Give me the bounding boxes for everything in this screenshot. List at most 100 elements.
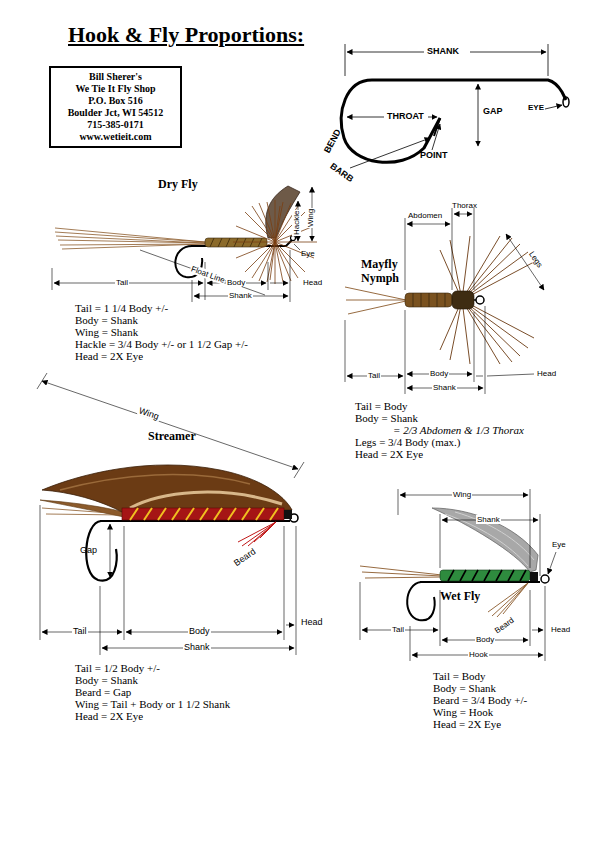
hook-diagram-part [341, 80, 440, 162]
dry-fly-drawing-part [205, 238, 267, 247]
nymph-dimensions-part [407, 224, 450, 225]
nymph-drawing-part [405, 293, 452, 307]
formula-text: Head = 2X Eye [355, 448, 423, 461]
streamer-dimensions [37, 373, 304, 655]
formula-text: Body = Shank [75, 314, 138, 327]
fly-name: Dry Fly [158, 178, 198, 192]
dimension-label: Body [429, 369, 449, 378]
dry-fly-drawing [55, 186, 317, 284]
dimension-label: Tail [367, 371, 381, 380]
formula-text: Body = Shank [433, 682, 496, 695]
formula-text: Wing = Hook [433, 706, 493, 719]
wet-fly-dimensions-part [540, 514, 541, 576]
formula-text: Head = 2X Eye [75, 350, 143, 363]
formula-text: = 2/3 Abdomen & 1/3 Thorax [393, 424, 524, 437]
hook-part-label: POINT [420, 150, 448, 160]
hook-diagram-part [428, 117, 437, 118]
hook-diagram-part [372, 80, 566, 100]
dimension-label: Head [537, 369, 556, 378]
hook-part-label: GAP [483, 106, 503, 116]
wet-fly-dimensions-part [548, 552, 556, 574]
address-line: www.wetieit.com [53, 131, 178, 143]
dimension-label: Tail [72, 626, 88, 636]
streamer-dimensions-part [42, 381, 298, 469]
streamer-drawing-part [238, 522, 276, 546]
wet-fly-dimensions-part [530, 590, 531, 646]
page-title: Hook & Fly Proportions: [68, 22, 304, 48]
nymph-drawing-part [476, 296, 484, 304]
dimension-label: Abdomen [408, 211, 442, 220]
hook-diagram-part [347, 117, 384, 118]
dimension-label: Legs [526, 249, 544, 270]
streamer-drawing-part [60, 475, 250, 490]
wet-fly-dimensions [360, 489, 556, 661]
hook-diagram-part [478, 84, 479, 146]
streamer-drawing [40, 465, 298, 581]
dry-fly-dimensions-part [270, 283, 288, 284]
fly-name: Streamer [148, 430, 196, 444]
dimension-label: Tail [391, 625, 405, 634]
formula-text: Beard = 3/4 Body +/- [433, 694, 527, 707]
formula-text: Tail = Body [433, 670, 486, 683]
hook-part-label: SHANK [427, 46, 459, 56]
hook-diagram [341, 44, 569, 168]
nymph-drawing [345, 236, 534, 364]
wet-fly-drawing-part [530, 572, 538, 581]
formula-text: Wing = Tail + Body or 1 1/2 Shank [75, 698, 230, 711]
address-line: P.O. Box 516 [53, 95, 178, 107]
nymph-dimensions-part [405, 310, 406, 394]
address-box: Bill Sherer'sWe Tie It Fly ShopP.O. Box … [49, 66, 182, 148]
hook-part-label: BEND [322, 127, 343, 154]
nymph-drawing-part [413, 293, 445, 307]
nymph-drawing-part [345, 287, 406, 314]
dimension-label: Wing [452, 490, 472, 499]
streamer-drawing-part [284, 510, 292, 519]
streamer-dimensions-part [100, 586, 101, 655]
nymph-dimensions-part [487, 374, 534, 376]
streamer-dimensions-part [296, 526, 297, 655]
streamer-dimensions-part [294, 462, 304, 478]
wet-fly-dimensions-part [410, 626, 411, 661]
dimension-label: Shank [183, 642, 211, 652]
wet-fly-dimensions-part [440, 514, 441, 568]
formula-text: Beard = Gap [75, 686, 131, 699]
dimension-label: Hackle [292, 210, 301, 236]
nymph-dimensions-part [476, 376, 483, 377]
dimension-label: Wing [137, 405, 162, 422]
hook-diagram-part [548, 44, 549, 76]
hook-diagram-part [347, 52, 424, 53]
streamer-dimensions-part [124, 526, 125, 640]
nymph-dimensions-part [506, 234, 544, 290]
nymph-dimensions-part [485, 306, 486, 394]
streamer-dimensions-part [284, 526, 285, 640]
streamer-drawing-part [122, 508, 284, 520]
formula-text: Body = Shank [75, 674, 138, 687]
dimension-label: Eye [552, 540, 566, 549]
dry-fly-drawing-part [55, 228, 205, 249]
nymph-drawing-part [440, 236, 534, 364]
address-line: Boulder Jct, WI 54512 [53, 107, 178, 119]
dry-fly-dimensions-part [52, 268, 53, 290]
dry-fly-drawing-part [291, 236, 296, 241]
fly-name: Wet Fly [440, 590, 480, 604]
formula-text: Head = 2X Eye [75, 710, 143, 723]
dimension-label: Shank [476, 515, 501, 524]
dimension-label: Beard [232, 546, 258, 568]
hook-diagram-part [345, 44, 346, 76]
formula-text: Tail = 1/2 Body +/- [75, 662, 160, 675]
nymph-dimensions-part [452, 208, 453, 290]
hook-part-label: THROAT [387, 111, 424, 121]
wet-fly-drawing-part [407, 582, 434, 620]
dimension-label: Float Line [189, 264, 227, 285]
wet-fly-drawing-part [432, 508, 538, 572]
formula-text: Tail = Body [355, 400, 408, 413]
hook-diagram-part [470, 52, 546, 53]
address-line: 715-385-0171 [53, 119, 178, 131]
hook-part-label: EYE [528, 103, 544, 112]
formula-text: Body = Shank [355, 412, 418, 425]
dimension-label: Body [226, 278, 246, 287]
dimension-label: Head [301, 617, 323, 627]
dry-fly-drawing-part [210, 238, 262, 247]
wet-fly-drawing-part [440, 570, 530, 581]
